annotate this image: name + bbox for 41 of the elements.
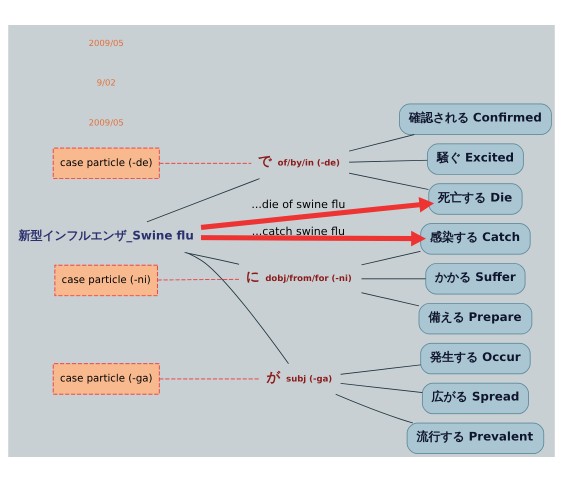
node-box: 感染する Catch — [420, 222, 531, 254]
arrow — [200, 196, 434, 230]
node-box: 流行する Prevalent — [406, 422, 544, 454]
node-box: 広がる Spread — [422, 382, 529, 414]
node-box: かかる Suffer — [425, 262, 526, 294]
connector — [348, 159, 428, 162]
node-box: 備える Prepare — [418, 302, 532, 334]
connector — [361, 292, 420, 306]
edge-label: ...die of swine flu — [251, 197, 346, 210]
node-text: が — [266, 368, 281, 385]
node-label: of/by/in (-de) — [278, 157, 340, 168]
connector — [146, 178, 260, 222]
node-label: dobj/from/for (-ni) — [265, 272, 352, 283]
node-box: 騒ぐ Excited — [427, 142, 524, 174]
node-box: case particle (-ga) — [52, 362, 160, 394]
node-label: subj (-ga) — [286, 372, 332, 383]
node-box: case particle (-de) — [52, 147, 160, 179]
connector — [348, 172, 429, 190]
connector — [335, 393, 414, 423]
connector — [186, 252, 289, 364]
node-box: 発生する Occur — [420, 342, 531, 374]
arrow — [201, 230, 426, 246]
connector — [340, 382, 423, 392]
node-box: case particle (-ni) — [54, 264, 158, 296]
label: 2009/05 — [88, 37, 124, 48]
node-box: 確認される Confirmed — [399, 103, 552, 134]
connector — [361, 250, 421, 265]
connector — [340, 364, 422, 374]
node-text: で — [258, 153, 272, 170]
label: 9/02 — [96, 77, 116, 88]
connector — [184, 252, 240, 264]
connector — [361, 278, 426, 279]
connector — [348, 134, 415, 152]
node-text: に — [246, 268, 260, 285]
label: 2009/05 — [88, 117, 124, 128]
connector — [157, 278, 240, 280]
connector — [158, 378, 260, 379]
node-box: 死亡する Die — [428, 182, 523, 214]
connector — [158, 162, 252, 164]
node-text: 新型インフルエンザ_Swine flu — [18, 228, 194, 242]
edge-label: ...catch swine flu — [252, 224, 345, 238]
